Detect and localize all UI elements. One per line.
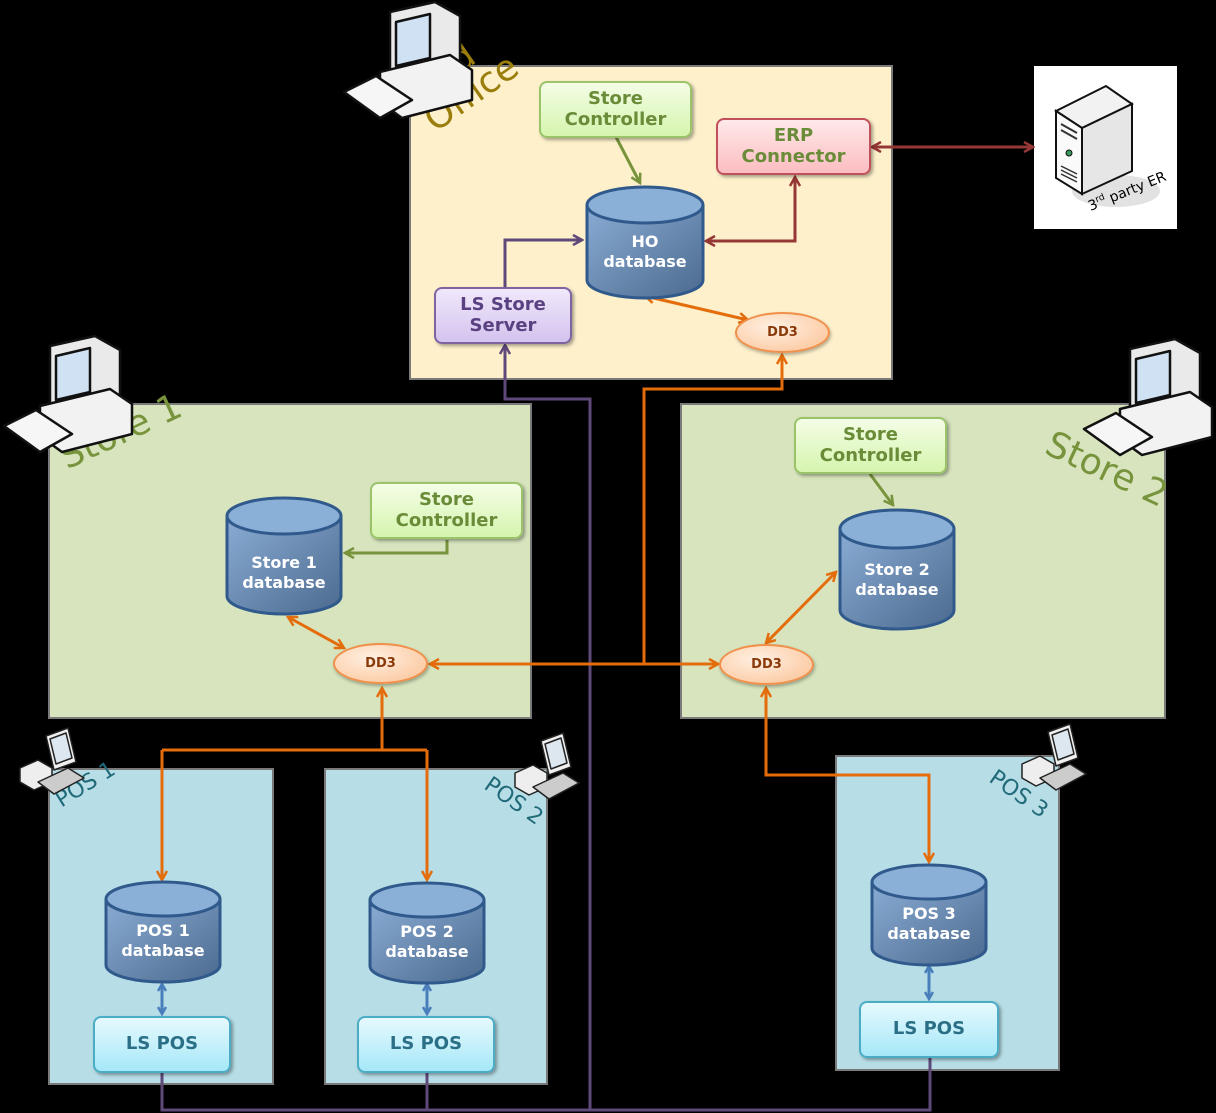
store1-dd3[interactable]: DD3 — [333, 643, 428, 684]
database-cylinder-icon — [870, 863, 988, 967]
database-cylinder-icon — [585, 185, 705, 300]
database-cylinder-icon — [368, 881, 486, 985]
database-cylinder-icon — [104, 880, 222, 984]
pos3-ls-pos[interactable]: LS POS — [859, 1001, 999, 1058]
desktop-computer-icon — [1082, 337, 1214, 457]
pos1-ls-pos[interactable]: LS POS — [93, 1016, 231, 1073]
pos-terminal-icon — [514, 732, 580, 800]
database-cylinder-icon — [225, 496, 343, 616]
desktop-computer-icon — [2, 334, 134, 454]
pos-terminal-icon — [19, 727, 85, 795]
store2-dd3[interactable]: DD3 — [719, 644, 814, 685]
desktop-computer-icon — [342, 0, 474, 120]
database-cylinder-icon — [838, 508, 956, 631]
server-tower-icon — [1053, 84, 1160, 207]
ho-dd3[interactable]: DD3 — [735, 312, 830, 353]
pos-terminal-icon — [1021, 723, 1087, 791]
third-party-erp-panel: 3rd party ER — [1034, 66, 1177, 229]
pos2-ls-pos[interactable]: LS POS — [357, 1016, 495, 1073]
